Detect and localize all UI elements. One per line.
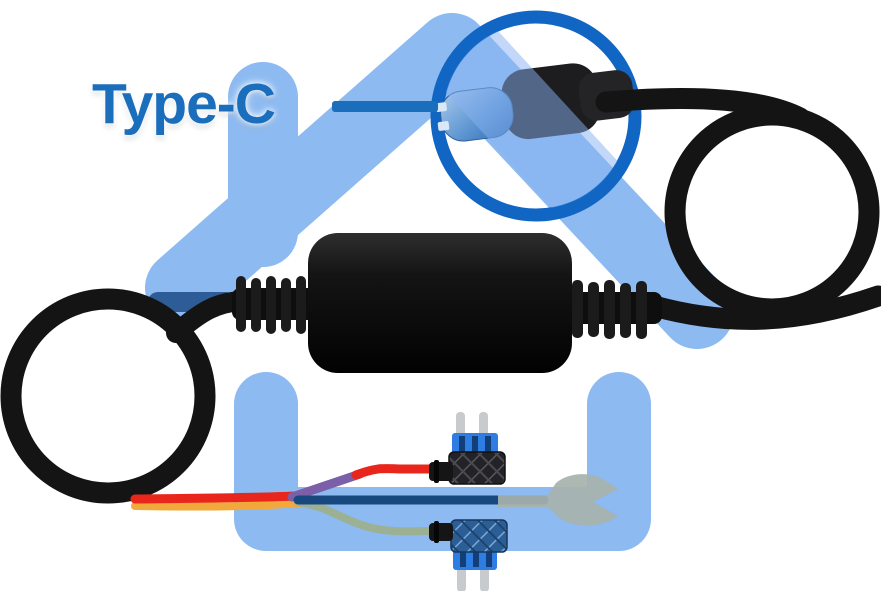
right-cable-coil — [664, 104, 880, 320]
left-cable-coil — [0, 288, 216, 504]
fuse-holder-black — [448, 451, 506, 485]
cable-coil-to-module-right — [643, 285, 881, 330]
fuse-slot — [460, 552, 466, 567]
wire-olive-ground — [294, 498, 435, 536]
fuse-tap-upper — [429, 412, 506, 485]
fuse-slot — [486, 552, 492, 567]
strain-relief-right-ribs — [572, 280, 647, 339]
fuse-slot — [459, 436, 465, 452]
connector-notch-bottom — [437, 121, 450, 131]
house-install-icon — [145, 13, 734, 551]
fuse-prong — [479, 412, 488, 438]
fuse-tap-lower — [429, 519, 508, 591]
wrench-icon — [498, 474, 618, 526]
module-body — [308, 233, 572, 373]
fuse-tap-elbow — [429, 462, 453, 481]
wire-red-to-fuse — [351, 464, 438, 480]
fuse-tap-elbow — [429, 523, 453, 541]
elbow-ridge — [434, 460, 439, 483]
converter-module — [232, 233, 662, 373]
wire-yellow — [131, 499, 304, 511]
right-cable-run — [595, 88, 881, 330]
strain-relief-left-ribs — [236, 276, 306, 334]
fuse-prong — [456, 412, 465, 438]
fuse-prong — [457, 566, 466, 591]
house-bracket-shape — [234, 372, 651, 551]
roof-tint-over-connector — [443, 23, 629, 209]
type-c-label: Type-C — [92, 72, 276, 136]
connector-notch-top — [435, 102, 447, 113]
label-pointer-line — [332, 101, 438, 112]
fuse-slot — [472, 436, 478, 452]
fuse-holder-blue — [450, 519, 508, 553]
left-cable-run — [0, 288, 250, 504]
wire-red-left — [130, 491, 301, 504]
elbow-ridge — [434, 521, 439, 543]
fuse-slot — [485, 436, 491, 452]
wire-purple-segment — [287, 469, 365, 502]
fuse-slot — [473, 552, 479, 567]
fuse-prong — [480, 566, 489, 591]
callout-circle — [430, 10, 642, 222]
